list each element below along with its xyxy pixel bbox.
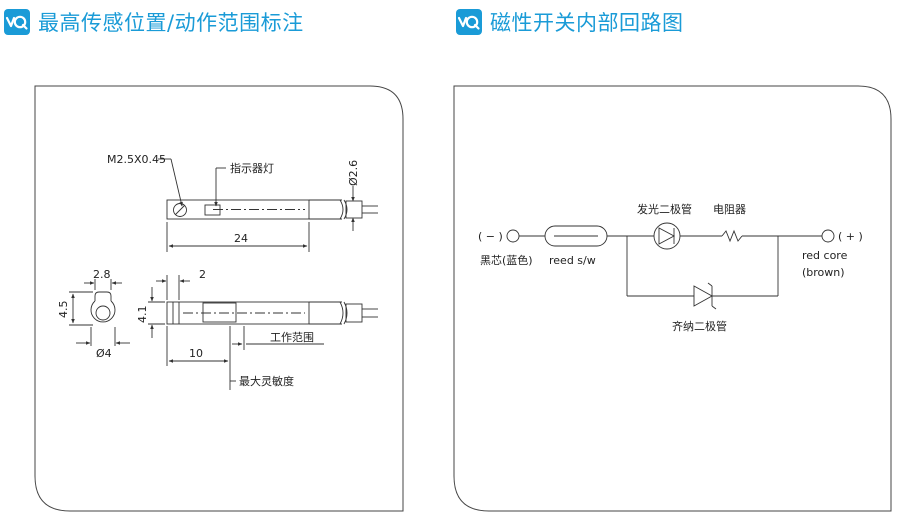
- zener-label: 齐纳二极管: [672, 319, 727, 333]
- right-header: 磁性开关内部回路图: [456, 6, 684, 38]
- cable-diameter-label: Ø2.6: [347, 160, 360, 186]
- width-top-label: 2.8: [93, 268, 111, 281]
- right-panel-title: 磁性开关内部回路图: [490, 11, 684, 35]
- indicator-label: 指示器灯: [230, 161, 274, 175]
- plus-terminal-label: ( + ): [838, 230, 863, 243]
- height-side-label: 4.1: [136, 306, 149, 324]
- sensor-side-view: [166, 301, 378, 325]
- red-core-label: red core: [802, 249, 848, 262]
- working-range-label: 工作范围: [270, 330, 314, 344]
- height-left-label: 4.5: [57, 301, 70, 319]
- thread-label: M2.5X0.45: [107, 153, 166, 166]
- body-diameter-label: Ø4: [96, 347, 112, 360]
- brown-label: (brown): [802, 266, 845, 279]
- minus-terminal-label: ( − ): [478, 230, 503, 243]
- left-panel-title: 最高传感位置/动作范围标注: [38, 11, 304, 35]
- left-header: 最高传感位置/动作范围标注: [4, 6, 304, 38]
- waveform-logo-icon: [4, 9, 30, 35]
- waveform-logo-icon: [456, 9, 482, 35]
- max-sensitivity-label: 最大灵敏度: [239, 374, 294, 388]
- sensor-end-view: [90, 291, 116, 323]
- sensor-top-view: [166, 199, 378, 220]
- reed-switch-label: reed s/w: [549, 254, 596, 267]
- offset-2-label: 2: [199, 268, 206, 281]
- circuit: [506, 222, 835, 310]
- length-24-label: 24: [234, 232, 248, 245]
- left-panel-frame: [34, 85, 404, 512]
- distance-10-label: 10: [189, 347, 203, 360]
- right-panel-frame: [453, 85, 892, 512]
- black-core-label: 黑芯(蓝色): [480, 253, 533, 267]
- led-label: 发光二极管: [637, 202, 692, 216]
- resistor-label: 电阻器: [713, 203, 746, 216]
